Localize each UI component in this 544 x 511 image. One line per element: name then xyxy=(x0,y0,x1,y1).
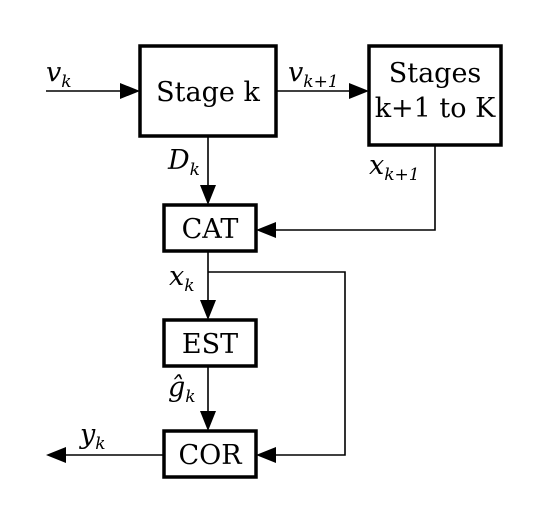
label-x-k1: xk+1 xyxy=(369,150,420,185)
est-label: EST xyxy=(182,329,238,360)
stages-rest-label-line2: k+1 to K xyxy=(375,93,496,124)
label-D-k: Dk xyxy=(167,145,200,180)
label-g-hat-k: ĝk xyxy=(168,372,196,407)
arrow-into-cor-right xyxy=(256,447,276,463)
arrow-into-stages-rest xyxy=(349,83,369,99)
cat-block: CAT xyxy=(162,203,258,253)
stages-k1-to-K-block: Stages k+1 to K xyxy=(367,44,503,147)
wire-xk1 xyxy=(273,145,436,231)
cor-block: COR xyxy=(162,429,258,479)
arrow-into-cat-right xyxy=(256,222,276,238)
label-x-k: xk xyxy=(169,261,195,296)
label-v-k1: vk+1 xyxy=(288,57,339,92)
cor-label: COR xyxy=(178,440,242,471)
arrow-into-est xyxy=(200,300,216,320)
arrow-yk-output xyxy=(46,447,66,463)
stages-rest-label-line1: Stages xyxy=(389,58,482,89)
arrow-into-cor-top xyxy=(200,411,216,431)
est-block: EST xyxy=(162,318,258,368)
label-y-k: yk xyxy=(79,419,106,454)
stage-k-block: Stage k xyxy=(138,44,278,138)
label-v-k: vk xyxy=(46,57,72,92)
arrow-into-stage-k xyxy=(120,83,140,99)
arrow-into-cat-top xyxy=(200,185,216,205)
stage-k-label: Stage k xyxy=(156,77,260,108)
cat-label: CAT xyxy=(182,214,239,245)
wire-xk-bypass xyxy=(208,271,346,456)
